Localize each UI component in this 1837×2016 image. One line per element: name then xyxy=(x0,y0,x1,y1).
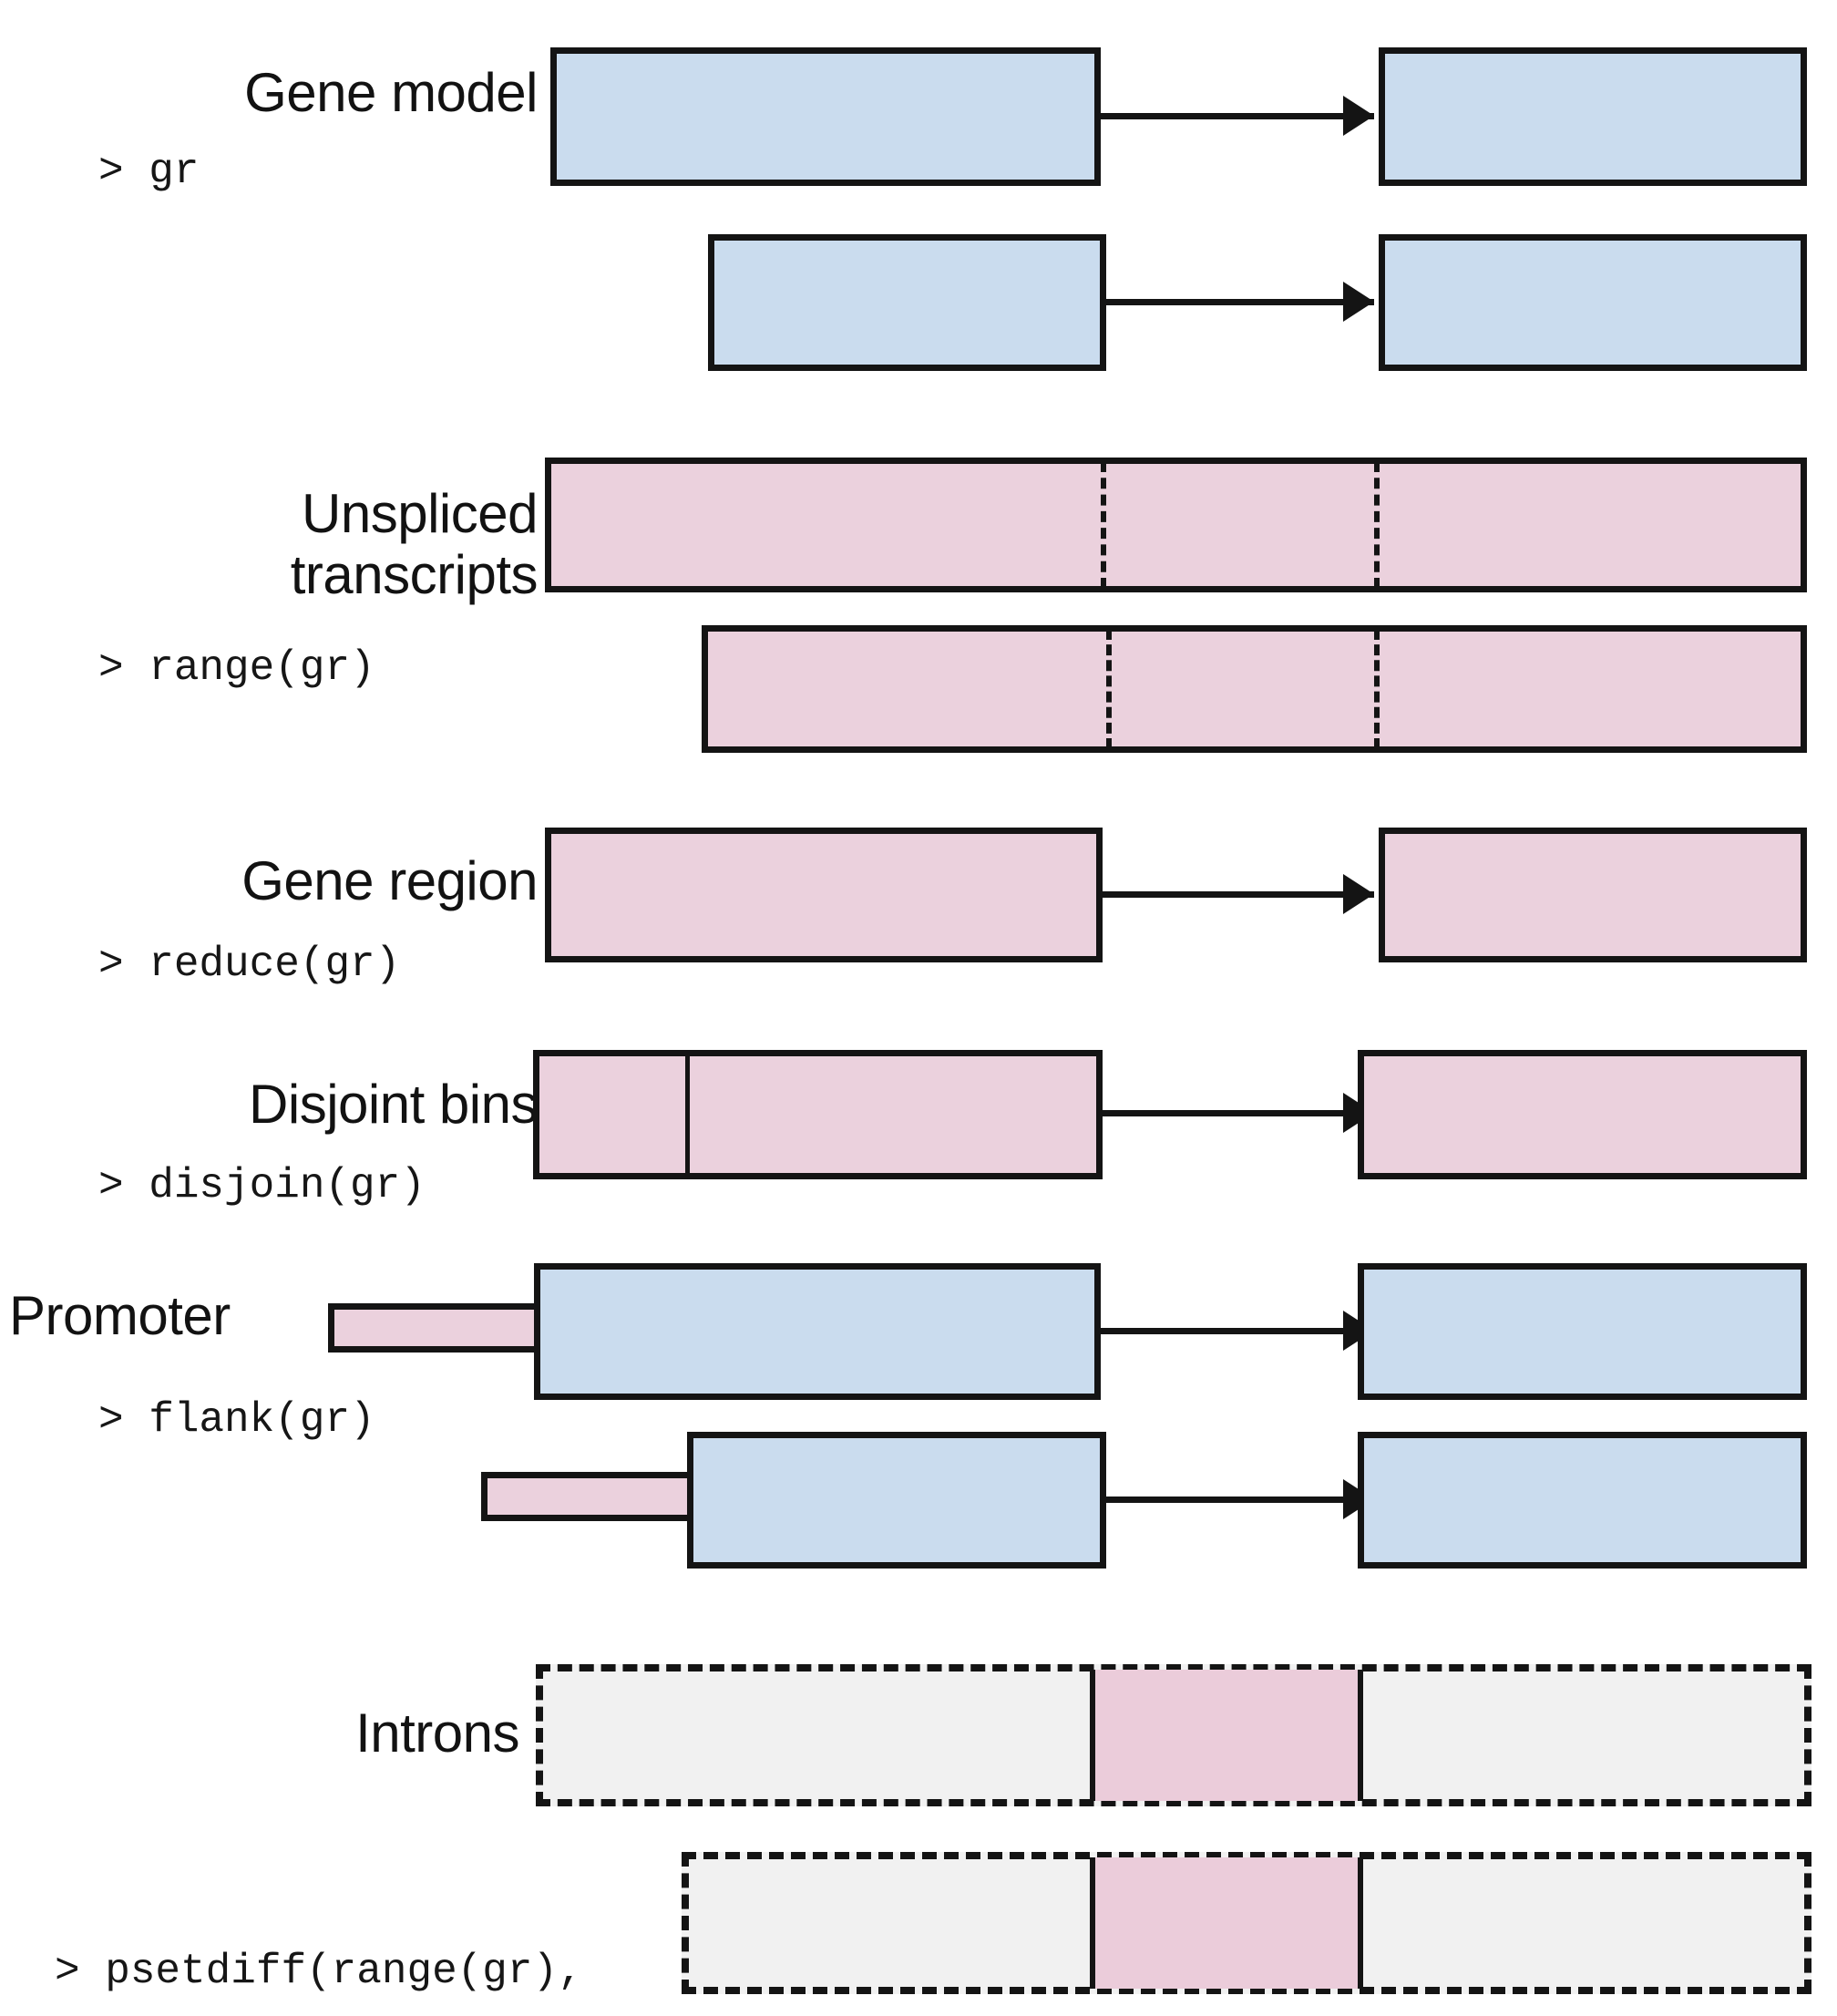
exon-block xyxy=(534,1263,1101,1400)
unspliced-span xyxy=(545,458,1807,592)
intron-connector xyxy=(1106,1497,1374,1503)
intron-arrow-icon xyxy=(1343,282,1374,322)
row-command-gene-model: > gr xyxy=(98,148,200,195)
row-command-disjoint-bins: > disjoin(gr) xyxy=(98,1162,426,1209)
exon-boundary-dash xyxy=(1374,629,1380,749)
intron-connector xyxy=(1101,113,1374,119)
row-command-promoter: > flank(gr) xyxy=(98,1396,375,1444)
intron-arrow-icon xyxy=(1343,96,1374,136)
row-label-unspliced-transcripts: Unspliced transcripts xyxy=(0,483,539,606)
unspliced-span xyxy=(702,625,1807,753)
exon-block xyxy=(1358,1263,1807,1400)
row-label-line: transcripts xyxy=(290,544,539,606)
row-label-introns: Introns xyxy=(355,1702,519,1764)
intron-segment xyxy=(1090,1857,1363,1989)
promoter-flank-block xyxy=(481,1472,718,1521)
disjoint-bin-block xyxy=(533,1050,1103,1179)
row-label-gene-model: Gene model xyxy=(244,62,538,123)
row-command-line: > psetdiff(range(gr), xyxy=(55,1948,583,1995)
exon-block xyxy=(1379,234,1807,371)
intron-connector xyxy=(1101,1328,1374,1334)
exon-boundary-dash xyxy=(1106,629,1112,749)
row-label-line: Unspliced xyxy=(302,483,538,544)
intron-arrow-icon xyxy=(1343,874,1374,914)
reduced-region-block xyxy=(1379,828,1807,962)
intron-connector xyxy=(1106,299,1374,305)
exon-block xyxy=(550,47,1101,186)
row-label-promoter: Promoter xyxy=(9,1285,231,1346)
intron-segment xyxy=(1090,1670,1363,1801)
reduced-region-block xyxy=(545,828,1103,962)
exon-boundary-dash xyxy=(1101,461,1106,589)
exon-block xyxy=(1379,47,1807,186)
exon-block xyxy=(708,234,1106,371)
row-command-introns: > psetdiff(range(gr), gr) xyxy=(55,1841,656,2016)
row-label-gene-region: Gene region xyxy=(241,850,538,911)
row-command-unspliced-transcripts: > range(gr) xyxy=(98,644,375,692)
exon-boundary-dash xyxy=(1374,461,1380,589)
row-command-gene-region: > reduce(gr) xyxy=(98,941,401,988)
row-label-disjoint-bins: Disjoint bins xyxy=(249,1074,538,1135)
intron-connector xyxy=(1103,1110,1374,1116)
promoter-flank-block xyxy=(328,1303,565,1353)
exon-block xyxy=(1358,1432,1807,1569)
disjoint-bin-block xyxy=(1358,1050,1807,1179)
exon-block xyxy=(687,1432,1106,1569)
disjoint-bin-divider xyxy=(685,1054,690,1176)
intron-connector xyxy=(1103,891,1374,898)
